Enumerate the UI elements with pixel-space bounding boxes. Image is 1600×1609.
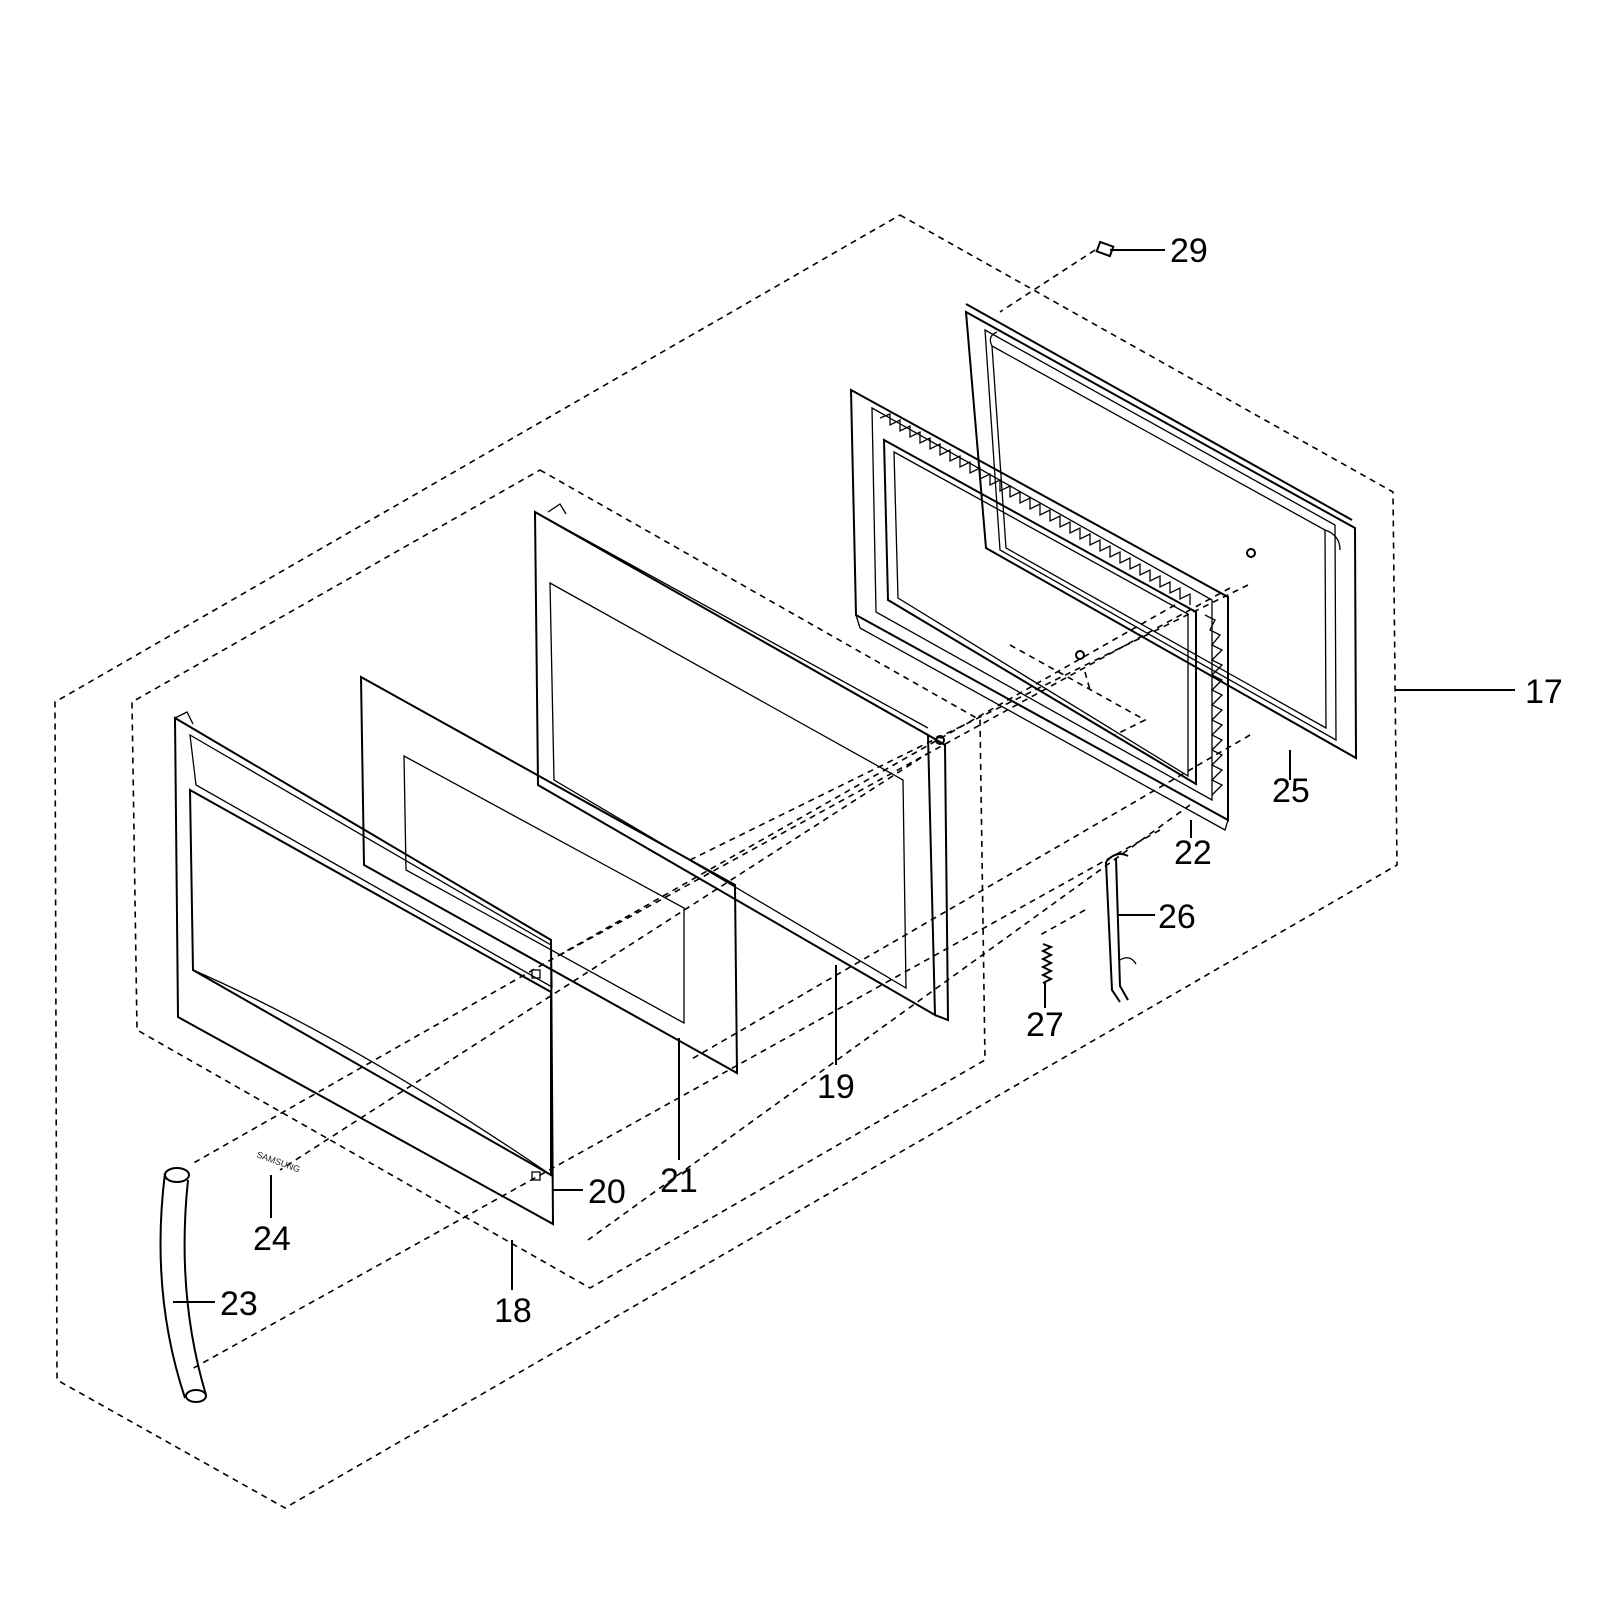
callout-17: 17 <box>1525 673 1563 711</box>
callout-23: 23 <box>220 1285 258 1323</box>
panel-indicator <box>531 969 541 979</box>
callout-24: 24 <box>253 1220 291 1258</box>
part-20-front-panel <box>173 711 555 1226</box>
part-24-logo: SAMSUNG <box>255 1149 301 1174</box>
callout-20: 20 <box>588 1173 626 1211</box>
callout-29: 29 <box>1170 232 1208 270</box>
callout-18: 18 <box>494 1292 532 1330</box>
assembly-17-boundary <box>54 214 1398 1509</box>
part-25-door-choke-frame <box>964 303 1358 760</box>
callout-27: 27 <box>1026 1006 1064 1044</box>
explode-lines <box>189 249 1251 1371</box>
callouts: 29 17 25 22 26 27 19 21 20 24 23 18 <box>220 232 1563 1330</box>
part-23-door-handle <box>159 1167 207 1403</box>
callout-19: 19 <box>817 1068 855 1106</box>
callout-22: 22 <box>1174 834 1212 872</box>
part-22-door-assembly <box>849 388 1229 831</box>
panel-indicator <box>531 1171 541 1181</box>
leader-lines <box>173 249 1515 1303</box>
callout-21: 21 <box>660 1162 698 1200</box>
part-26-hinge-lever <box>1105 853 1137 1003</box>
part-21-inner-glass <box>359 675 739 1075</box>
callout-26: 26 <box>1158 898 1196 936</box>
part-29-clip <box>1095 240 1115 258</box>
part-19-door-frame <box>533 503 950 1022</box>
part-27-spring <box>1040 943 1054 984</box>
screws <box>935 240 1256 745</box>
assembly-18-boundary <box>131 469 986 1289</box>
callout-25: 25 <box>1272 772 1310 810</box>
